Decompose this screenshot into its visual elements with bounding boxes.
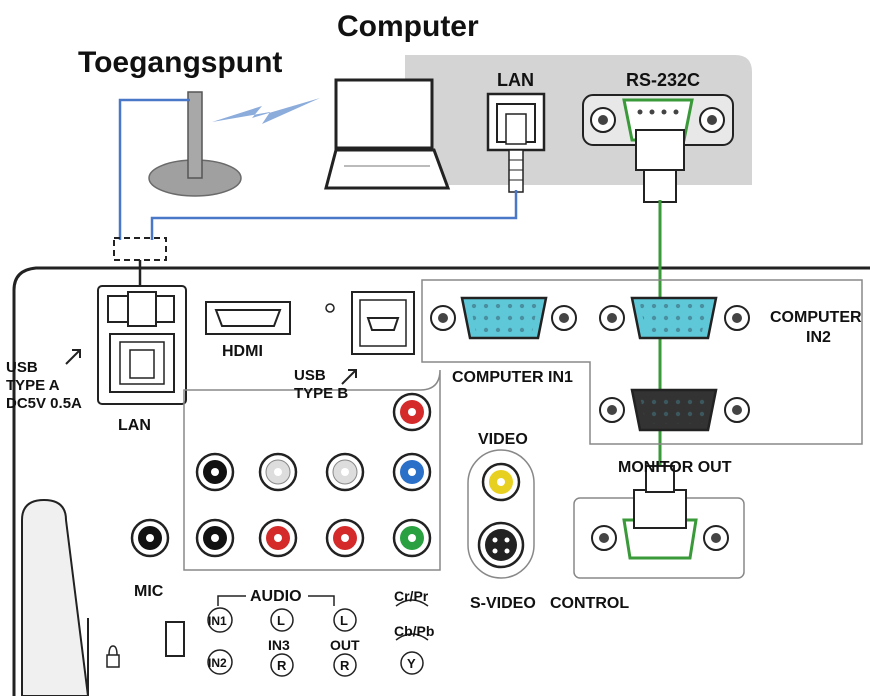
in3-label: IN3 [268,637,290,653]
in2-label: IN2 [208,656,227,670]
usb-type-a-label-3: DC5V 0.5A [6,395,82,412]
audio-label: AUDIO [250,588,302,605]
lock-icon [106,645,120,668]
usb-type-b-label-2: TYPE B [294,385,348,402]
cb-pb-label: Cb/Pb [394,623,434,639]
lan-label: LAN [118,417,151,434]
control-port [591,465,729,560]
rca-jacks [130,392,432,558]
service-slot [165,621,185,657]
computer-in2-port [599,296,750,340]
rca-jack-red-2 [325,518,365,558]
usb-type-a-port [107,291,175,327]
usb-type-b-port [351,291,415,355]
usb-type-b-arrow-icon [341,369,357,385]
s-video-jack [477,521,525,569]
out-l-label: L [340,613,348,628]
out-label: OUT [330,637,360,653]
rca-jack-white-2 [325,452,365,492]
cr-pr-label: Cr/Pr [394,588,429,604]
lan-port [109,333,175,393]
rca-jack-cb-pb [392,452,432,492]
monitor-out-label: MONITOR OUT [618,459,732,476]
rca-jack-red-1 [258,518,298,558]
lan-cable [118,98,518,240]
computer-in1-label: COMPUTER IN1 [452,369,573,386]
audio-video-group [183,369,441,571]
computer-rs232c-label: RS-232C [626,70,700,90]
y-label: Y [407,656,416,671]
circled-labels [207,599,429,677]
video-label: VIDEO [478,431,528,448]
audio-bracket [217,595,335,606]
in3-l-label: L [277,613,285,628]
usb-type-a-label-2: TYPE A [6,377,60,394]
laptop-icon [324,78,451,190]
rca-jack-cr-pr-top [392,392,432,432]
computer-in2-label-1: COMPUTER [770,309,862,326]
usb-type-a-arrow-icon [65,349,81,365]
computer-in2-label-2: IN2 [806,329,831,346]
rca-jack-mic [130,518,170,558]
rca-jack-y [392,518,432,558]
computer-lan-port [486,92,546,193]
access-point-icon [148,91,242,197]
s-video-label: S-VIDEO [470,595,536,612]
wireless-signal-icon [212,98,320,124]
computer-in-group [421,279,863,445]
projector-panel [12,266,870,696]
usb-type-a-label-1: USB [6,359,38,376]
computer-rs232c-port [582,94,734,203]
in1-label: IN1 [208,614,227,628]
rca-jack-black-2 [195,518,235,558]
mic-label: MIC [134,583,164,600]
in3-r-label: R [277,658,287,673]
monitor-out-port [599,388,750,432]
rca-jack-black-1 [195,452,235,492]
video-jack [481,462,521,502]
computer-lan-label: LAN [497,70,534,90]
video-group [467,449,535,579]
control-label: CONTROL [550,595,629,612]
rca-jack-white-1 [258,452,298,492]
computer-in1-port [430,296,577,340]
computer-title: Computer [337,10,479,43]
usb-type-b-label-1: USB [294,367,326,384]
hdmi-port [205,301,291,335]
out-r-label: R [340,658,350,673]
hdmi-label: HDMI [222,343,263,360]
access-point-title: Toegangspunt [78,46,282,79]
wireless-adapter-outline [113,237,167,261]
